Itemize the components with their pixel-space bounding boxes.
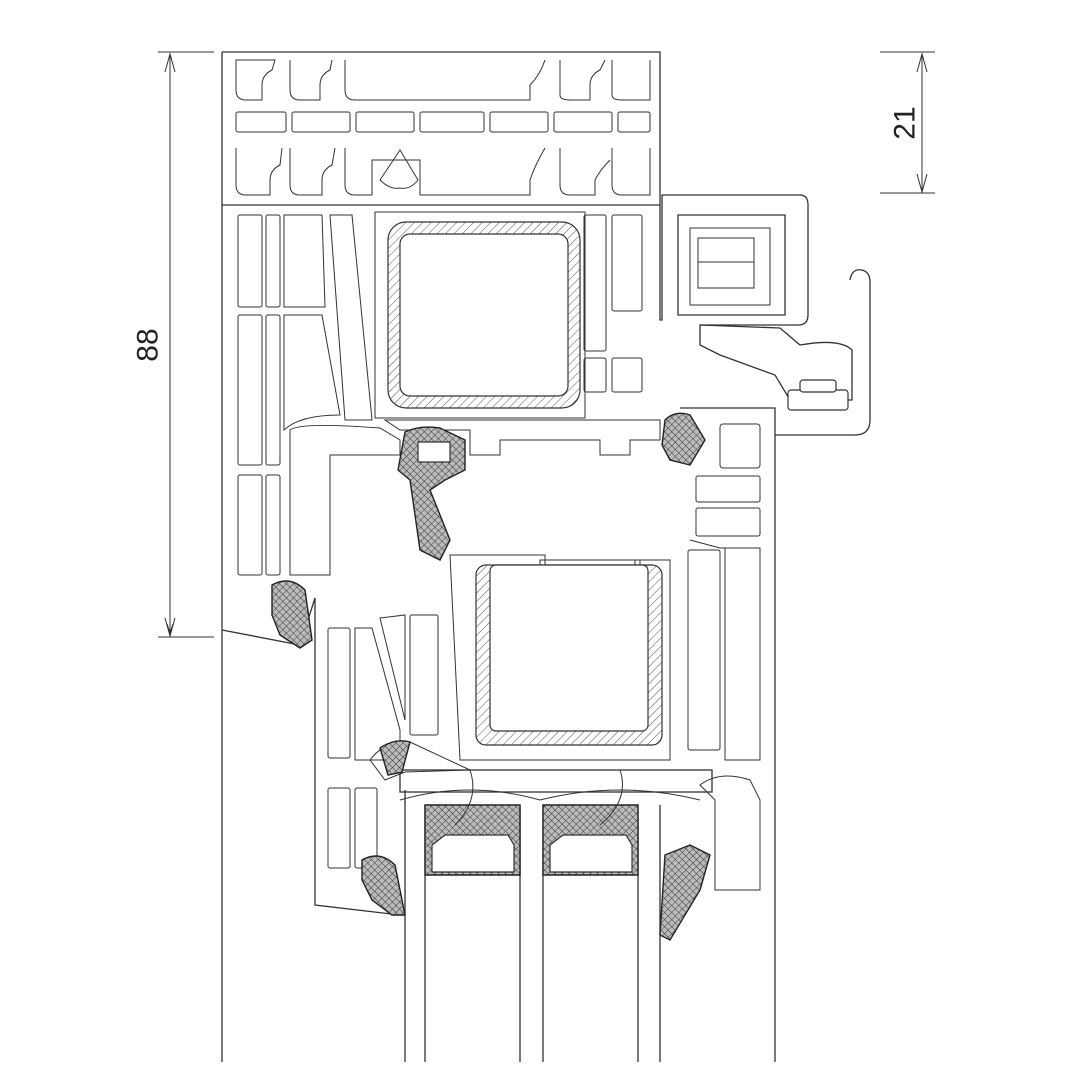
dimension-label-88: 88 <box>131 328 165 362</box>
dimension-21 <box>880 51 935 194</box>
gaskets <box>271 412 711 941</box>
dimension-label-21: 21 <box>888 106 922 140</box>
frame-profile <box>221 51 809 1062</box>
dimension-88 <box>158 51 214 638</box>
frame-chambers-top <box>235 111 651 133</box>
sash-profile <box>327 407 776 1062</box>
cover-clip <box>677 214 871 436</box>
